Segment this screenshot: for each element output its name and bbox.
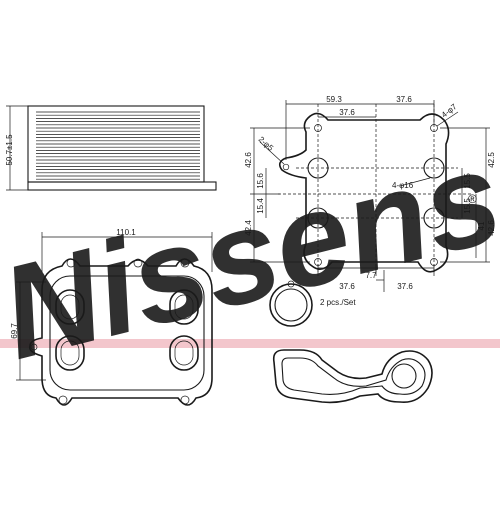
side-view-base-plate [27,181,217,191]
registered-mark: ® [468,192,477,206]
mount-hole [133,258,143,268]
gasket-qty-label: 2 pcs./Set [320,298,356,307]
top-view: 110.1 69.7 [10,228,213,406]
oil-port [55,335,85,371]
side-height-dim: 50.7±1.5 [5,134,14,166]
flange-left-lower-dim: 42.4 [244,220,253,236]
flange-outline [278,112,450,273]
flange-gasket-outer [272,349,433,404]
flange-right-outer-dim: 41 [477,221,486,230]
flange-bottom-left-dim: 37.6 [339,282,355,291]
oil-port [55,289,85,325]
flange-bottom-right-dim: 37.6 [397,282,413,291]
locating-hole [282,163,290,171]
oil-port [169,335,199,371]
flange-view: 59.3 37.6 37.6 37.6 7.7 37.6 42.6 15.6 1… [244,95,496,292]
flange-small-hole-left-label: 2-φ5 [257,135,276,153]
gasket-set: 2 pcs./Set [269,280,433,404]
mount-hole [58,395,68,405]
flange-bottom-mid-dim: 7.7 [365,271,377,280]
mount-hole [66,258,76,268]
flange-left-lower-inner-dim: 15.4 [256,198,265,214]
flange-right-lower-dim: 42.6 [487,220,496,236]
flange-top-right-dim: 37.6 [396,95,412,104]
watermark-red-band [0,339,500,348]
flange-top-span-dim: 59.3 [326,95,342,104]
o-ring-gasket [269,280,313,327]
mount-hole [180,395,190,405]
gasket-port [391,363,417,389]
side-view: 50.7±1.5 [5,105,217,191]
port-hole-leader [399,177,431,187]
flange-right-upper-dim: 42.5 [487,152,496,168]
top-width-dim: 110.1 [116,228,136,237]
oil-port [169,289,199,325]
flange-large-hole-label: 4-φ16 [392,181,414,190]
cooling-fins [36,111,200,180]
small-hole-leader [259,141,285,165]
top-view-outline [28,258,213,406]
top-height-dim: 69.7 [10,323,19,339]
flange-right-upper-inner-dim: 15.5 [463,173,472,189]
mount-hole [180,258,190,268]
flange-top-inner-dim: 37.6 [339,108,355,117]
center-lines [278,104,472,276]
mount-hole [30,343,38,351]
flange-left-upper-dim: 42.6 [244,152,253,168]
flange-right-lower-inner-dim: 15.5 [463,198,472,214]
flange-left-upper-inner-dim: 15.6 [256,173,265,189]
bolt-hole-leader [436,111,459,127]
flange-small-hole-right-label: 4-φ7 [440,102,459,120]
flange-gasket-inner [281,357,426,395]
top-view-inner-plate [49,275,205,391]
